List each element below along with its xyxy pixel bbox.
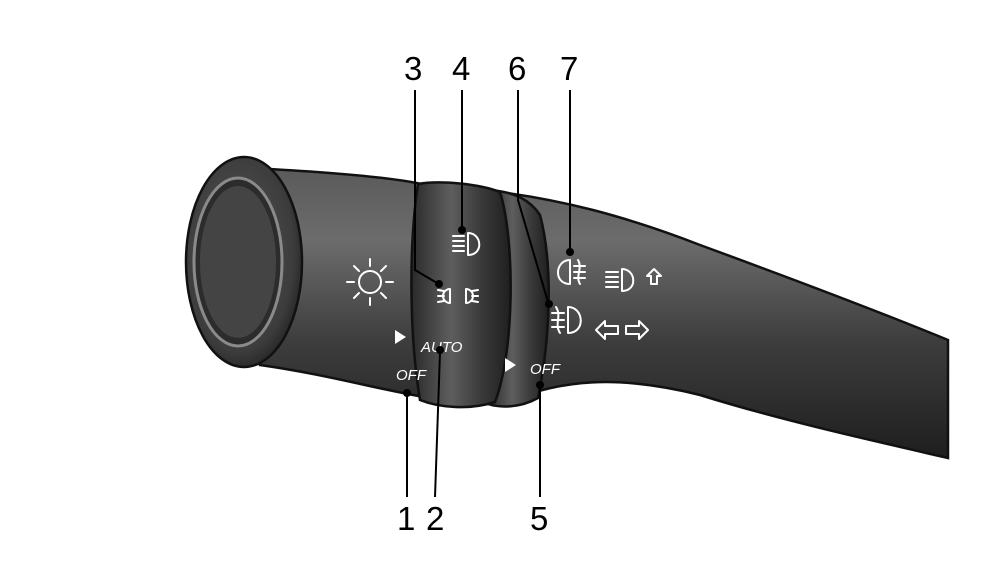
leader-dot-3 (435, 280, 443, 288)
leader-line-6 (517, 90, 549, 303)
lever-body (248, 166, 950, 460)
leader-line-3 (414, 90, 438, 284)
leader-dot-5 (536, 381, 544, 389)
leader-line-2 (434, 351, 441, 498)
callout-3: 3 (404, 50, 422, 87)
callout-7: 7 (560, 50, 578, 87)
parking-light-icon (437, 288, 479, 304)
off-label-headlight: OFF (396, 367, 427, 384)
leader-dot-7 (566, 248, 574, 256)
callout-1: 1 (397, 500, 415, 537)
off-label-foglight: OFF (530, 361, 561, 378)
headlight-low-beam-icon (452, 232, 481, 256)
leader-dot-4 (458, 226, 466, 234)
front-fog-light-icon (551, 306, 582, 334)
callout-4: 4 (452, 50, 470, 87)
headlight-position-arrow-icon (395, 330, 406, 344)
callout-5: 5 (530, 500, 548, 537)
callout-6: 6 (508, 50, 526, 87)
leader-dot-6 (545, 300, 553, 308)
lever-end-cap-face (200, 186, 276, 338)
turn-signal-arrows-icon (595, 320, 649, 340)
rear-fog-light-icon (557, 259, 586, 285)
leader-dot-2 (436, 346, 444, 354)
light-switch-sun-icon (346, 258, 394, 306)
high-beam-flash-up-icon (605, 268, 662, 292)
leader-dot-1 (403, 389, 411, 397)
foglight-position-arrow-icon (505, 358, 516, 372)
callout-2: 2 (426, 500, 444, 537)
